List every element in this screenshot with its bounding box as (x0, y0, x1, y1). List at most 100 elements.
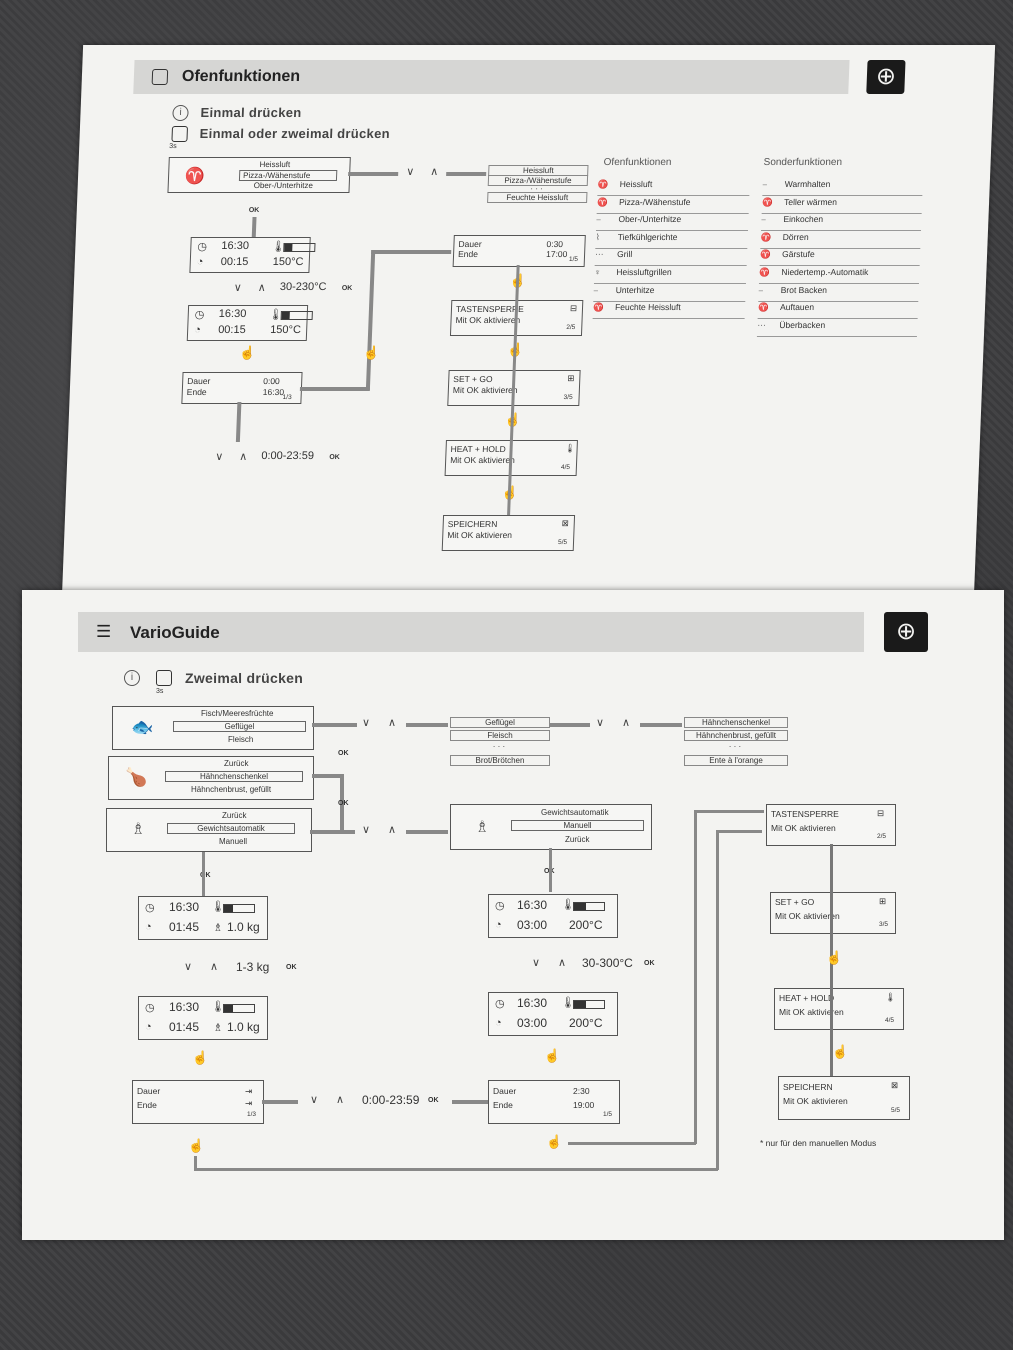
thermometer-icon: 🌡 (211, 1001, 225, 1013)
ok-label: OK (644, 960, 655, 967)
activate-hint: Mit OK aktivieren (771, 823, 836, 833)
duration-arrow-icon: ⇥ (245, 1086, 253, 1096)
oven-functions-heading: Ofenfunktionen (603, 157, 672, 168)
timer-value: 00:15 (217, 324, 246, 336)
oven-function-row: ♆Heissluftgrillen (593, 267, 747, 284)
set-go-icon: ⊞ (879, 896, 887, 906)
timer-icon: ◔ (495, 1017, 502, 1029)
menu-item: Zurück (224, 759, 249, 768)
clock-time: 16:30 (517, 898, 548, 912)
memory-icon: ⊠ (891, 1080, 899, 1090)
thermometer-icon: 🌡 (211, 901, 225, 913)
press-once-label: Einmal drücken (200, 105, 302, 120)
oven-function-label: Tiefkühlgerichte (617, 231, 678, 242)
duration-display: Dauer Ende 2:30 19:00 1/5 (488, 1080, 620, 1124)
down-chevron-icon: ∨ (310, 1094, 319, 1106)
special-function-label: Einkochen (783, 214, 824, 225)
menu-item: Fisch/Meeresfrüchte (201, 709, 274, 718)
page-indicator: 2/5 (877, 833, 887, 840)
end-label: Ende (457, 249, 479, 259)
page-indicator: 1/3 (282, 394, 292, 401)
up-chevron-icon: ∧ (257, 282, 267, 294)
down-chevron-icon: ∨ (596, 717, 605, 729)
page-indicator: 5/5 (557, 539, 568, 546)
finger-press-icon: ☝ (363, 345, 380, 360)
end-value: 19:00 (573, 1100, 595, 1110)
finger-press-icon: ☝ (192, 1050, 209, 1065)
list-item: Hähnchenbrust, gefüllt (684, 730, 788, 741)
weight-display: ◷ 16:30 🌡 ◔ 01:45 ♗ 1.0 kg (138, 996, 268, 1040)
save-title: SPEICHERN (447, 519, 498, 529)
special-function-row: ⎯Einkochen (760, 214, 922, 232)
heat-hold-title: HEAT + HOLD (779, 993, 835, 1003)
flow-line (310, 830, 355, 834)
up-chevron-icon: ∧ (336, 1094, 345, 1106)
weight-icon: ♗ (213, 1022, 223, 1034)
hold-3s-hint: 3s (169, 143, 177, 150)
lock-icon: ⊟ (877, 808, 885, 818)
info-button-icon: i (124, 670, 140, 686)
finger-press-icon: ☝ (239, 345, 256, 360)
manual-page-varioguide: ☰ VarioGuide ⊕ i Zweimal drücken 3s 🐟 Fi… (22, 590, 1004, 1240)
special-function-row: ♈Gärstufe (759, 249, 921, 267)
up-chevron-icon: ∧ (622, 717, 631, 729)
poultry-icon: 🍗 (125, 767, 148, 787)
flow-arrow (406, 723, 448, 727)
save-title: SPEICHERN (783, 1082, 833, 1092)
heat-hold-box: HEAT + HOLD Mit OK aktivieren 🌡 4/5 (774, 988, 904, 1030)
special-function-label: Teller wärmen (783, 196, 838, 207)
special-function-row: ⋯Überbacken (756, 319, 918, 337)
ok-label: OK (248, 207, 260, 214)
list-item: Fleisch (450, 730, 550, 741)
oven-function-icon: ⋯ (594, 249, 604, 260)
special-function-label: Gärstufe (781, 249, 815, 260)
down-chevron-icon: ∨ (362, 824, 371, 836)
oven-function-icon: ♈ (597, 179, 609, 189)
oven-function-label: Ober-/Unterhitze (618, 214, 682, 225)
flow-line (550, 723, 590, 727)
square-button-icon (151, 69, 169, 85)
heat-hold-title: HEAT + HOLD (450, 444, 507, 454)
special-function-row: ♈Niedertemp.-Automatik (758, 267, 920, 284)
fish-icon: 🐟 (131, 717, 154, 737)
clock-icon: ◷ (145, 1002, 155, 1014)
special-function-row: ♈Auftauen (757, 302, 919, 320)
down-chevron-icon: ∨ (233, 282, 243, 294)
page-indicator: 3/5 (563, 394, 573, 401)
flow-line (549, 848, 552, 892)
ok-label: OK (329, 454, 340, 461)
timer-value: 01:45 (169, 920, 200, 934)
time-range: 0:00-23:59 (362, 1093, 420, 1107)
timer-icon: ◔ (145, 1021, 152, 1033)
oven-function-row: ⎯Ober-/Unterhitze (595, 214, 749, 232)
heat-bar (223, 903, 255, 914)
special-function-row: ♈ Dörren (760, 231, 921, 249)
flow-arrow (446, 172, 487, 176)
flow-arrow (371, 250, 452, 254)
flow-line (365, 250, 376, 390)
oven-function-row: ♈Feuchte Heissluft (592, 302, 746, 320)
up-chevron-icon: ∧ (239, 451, 248, 463)
special-function-row: ♈Teller wärmen (761, 196, 923, 214)
list-ellipsis: · · · (728, 742, 742, 751)
menu-item: Gewichtsautomatik (541, 808, 609, 817)
info-button-icon: i (172, 105, 189, 121)
activate-hint: Mit OK aktivieren (775, 911, 840, 921)
clock-icon: ◷ (495, 998, 505, 1010)
oven-function-icon: ♆ (594, 267, 601, 277)
ok-label: OK (200, 872, 211, 879)
dish-menu-display: 🍗 Zurück Hähnchenschenkel Hähnchenbrust,… (108, 756, 314, 800)
special-function-label: Dörren (782, 231, 809, 242)
section-title: Ofenfunktionen (181, 68, 301, 85)
set-go-box: SET + GO Mit OK aktivieren ⊞ 3/5 (770, 892, 896, 934)
page-indicator: 1/3 (247, 1111, 257, 1118)
hold-3s-hint: 3s (156, 688, 164, 695)
temperature-display: ◷ 16:30 🌡 ◔ 03:00 200°C (488, 992, 618, 1036)
activate-hint: Mit OK aktivieren (447, 530, 513, 540)
flow-arrow (235, 402, 242, 442)
flow-line (348, 172, 399, 176)
special-function-icon: ♈ (760, 231, 772, 242)
thermometer-icon: 🌡 (561, 899, 575, 911)
finger-press-icon: ☝ (188, 1138, 205, 1153)
oven-function-icon: ⌇ (595, 231, 601, 242)
